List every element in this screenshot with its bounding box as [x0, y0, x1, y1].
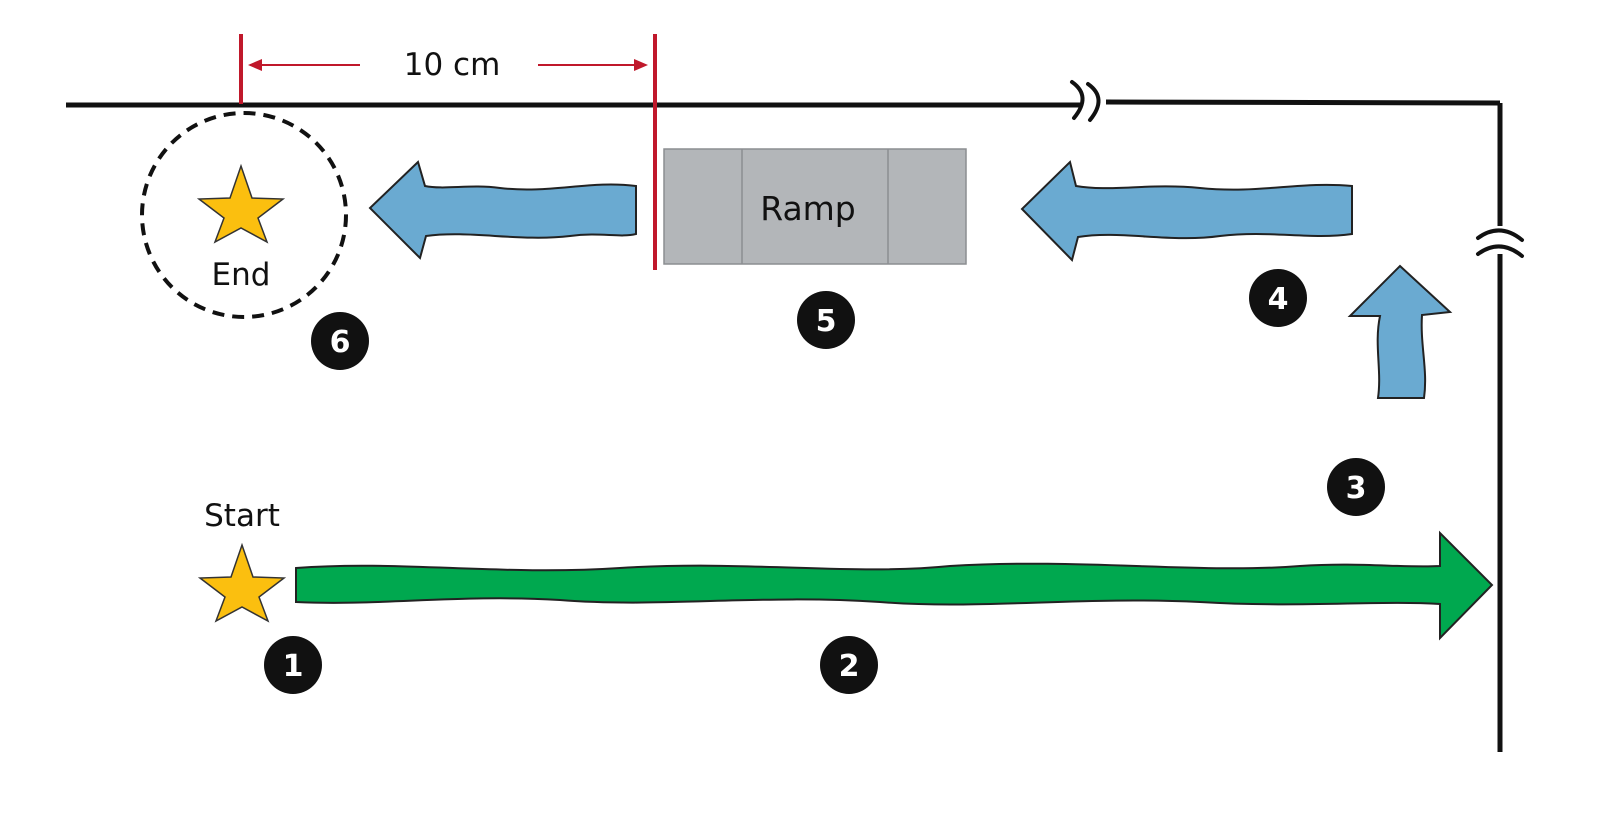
svg-text:1: 1 — [283, 649, 304, 684]
step-badge: 5 — [797, 291, 855, 349]
start-label: Start — [204, 498, 280, 534]
step-badge: 1 — [264, 636, 322, 694]
step-badge: 2 — [820, 636, 878, 694]
svg-text:2: 2 — [839, 649, 860, 684]
svg-text:3: 3 — [1346, 471, 1367, 506]
step-badge: 3 — [1327, 458, 1385, 516]
step-badge: 4 — [1249, 269, 1307, 327]
return-path-arrows — [368, 160, 1453, 399]
end-zone: End — [140, 111, 348, 319]
break-mark-icon — [1476, 228, 1524, 258]
start-point: Start — [197, 498, 287, 623]
dimension-arrowhead-right — [634, 59, 648, 71]
dimension-label: 10 cm — [404, 47, 501, 83]
svg-text:5: 5 — [816, 304, 837, 339]
step-badge: 6 — [311, 312, 369, 370]
distance-dimension: 10 cm — [239, 34, 657, 270]
star-icon — [196, 163, 286, 244]
break-mark-icon — [1070, 80, 1101, 122]
arrow-left-icon — [368, 160, 637, 260]
svg-text:4: 4 — [1268, 282, 1289, 317]
end-circle — [140, 111, 348, 319]
ramp-label: Ramp — [760, 189, 856, 228]
dimension-arrowhead-left — [248, 59, 262, 71]
svg-text:6: 6 — [330, 325, 351, 360]
ramp-body — [663, 148, 967, 265]
end-label: End — [212, 257, 271, 293]
ramp: Ramp — [663, 148, 967, 265]
star-icon — [197, 542, 287, 623]
step-badges: 1 2 3 4 5 6 — [264, 269, 1385, 694]
top-wall-right — [1105, 99, 1501, 106]
arrow-up-icon — [1347, 264, 1453, 399]
arrow-left-icon — [1020, 160, 1353, 262]
arrow-right-icon — [295, 530, 1494, 641]
walls — [66, 80, 1524, 752]
